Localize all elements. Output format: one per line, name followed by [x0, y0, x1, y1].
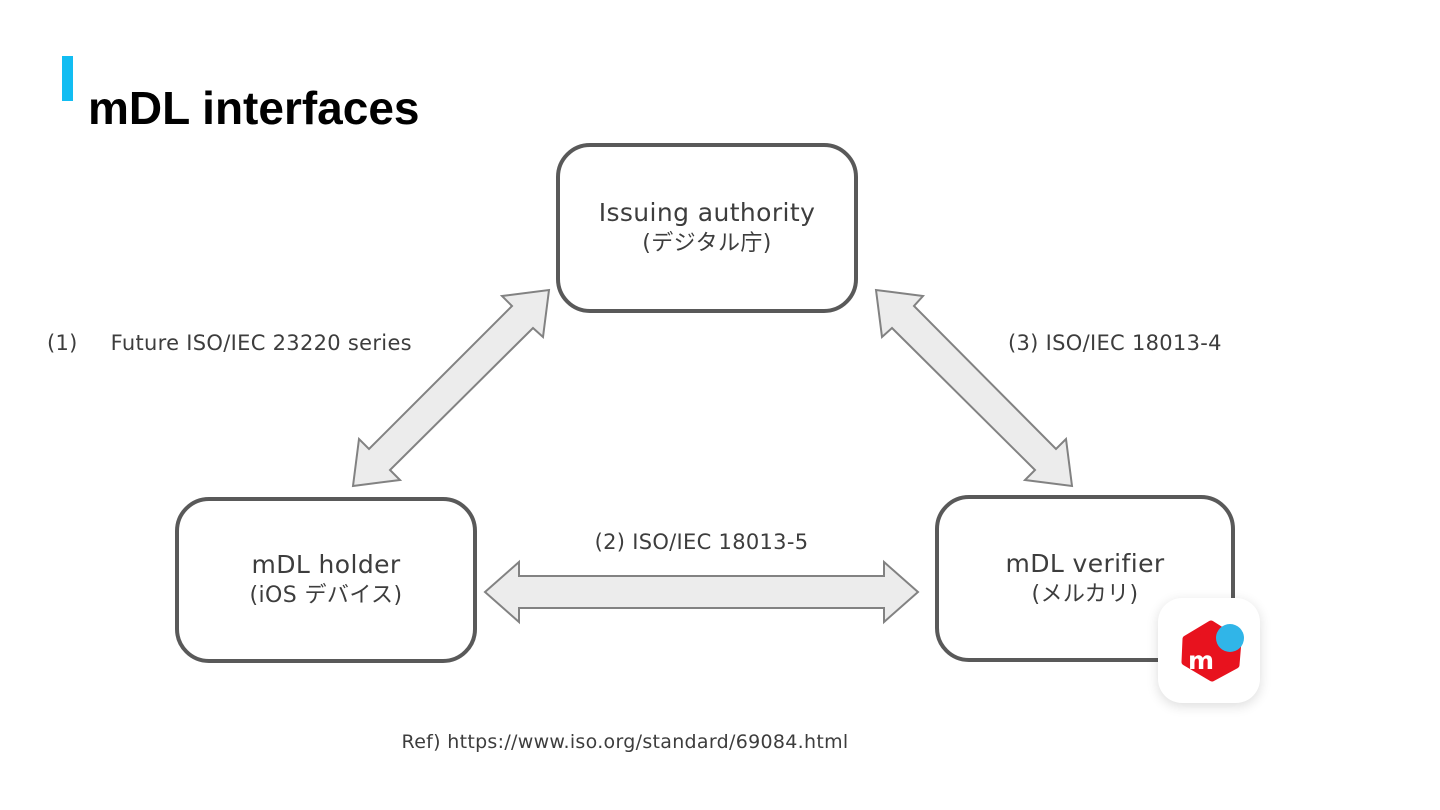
arrow-holder-authority — [351, 288, 551, 488]
mercari-logo-graphic: m — [1181, 620, 1244, 682]
node-mdl-holder-name: mDL holder — [251, 550, 401, 579]
node-mdl-holder-subtitle: (iOS デバイス) — [249, 583, 403, 608]
node-mdl-verifier-name: mDL verifier — [1005, 548, 1165, 578]
arrow-holder-verifier — [483, 559, 920, 625]
reference-url-text: Ref) https://www.iso.org/standard/69084.… — [401, 731, 849, 753]
mercari-logo: m — [1158, 598, 1260, 703]
page-title: mDL interfaces — [88, 81, 420, 134]
edge-text-1: Future ISO/IEC 23220 series — [110, 331, 412, 355]
node-mdl-verifier-subtitle: (メルカリ) — [1031, 581, 1139, 607]
edge-number-1: (1) — [47, 331, 78, 355]
edge-label-holder-verifier: (2) ISO/IEC 18013-5 — [594, 530, 809, 554]
edge-label-holder-authority: (1) Future ISO/IEC 23220 series — [47, 330, 412, 356]
arrow-verifier-authority — [874, 288, 1074, 488]
mercari-m-letter: m — [1188, 646, 1214, 675]
node-issuing-authority: Issuing authority (デジタル庁) — [556, 143, 858, 313]
node-issuing-authority-subtitle: (デジタル庁) — [642, 231, 772, 256]
mercari-blue-dot-icon — [1216, 624, 1244, 652]
node-issuing-authority-name: Issuing authority — [598, 198, 816, 227]
node-mdl-holder: mDL holder (iOS デバイス) — [175, 497, 477, 663]
edge-label-verifier-authority: (3) ISO/IEC 18013-4 — [1008, 331, 1222, 355]
title-accent-bar — [62, 56, 73, 101]
